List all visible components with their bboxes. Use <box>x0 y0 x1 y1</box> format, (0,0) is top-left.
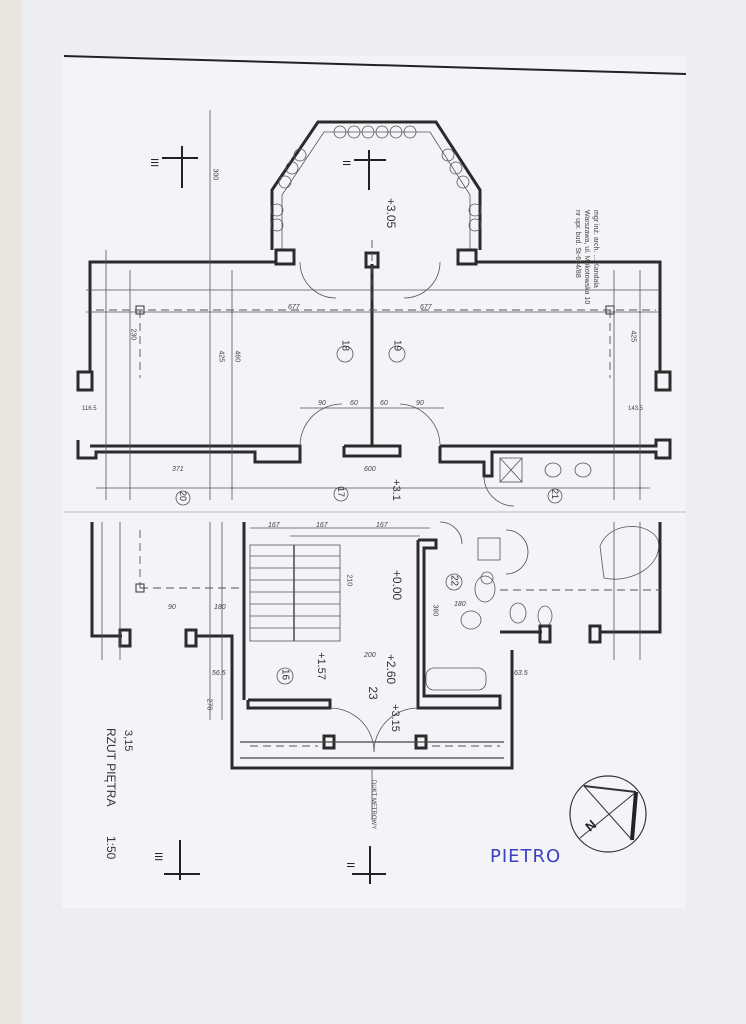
drawing-scale: 1:50 <box>104 836 118 860</box>
section-marker-top-left <box>162 146 198 188</box>
dim-lower-left-width: 180 <box>214 604 226 611</box>
section-marker-bottom-center <box>352 846 386 884</box>
dim-wall-right: 60 <box>380 400 388 407</box>
level-room-23: +3.15 <box>389 704 401 732</box>
stamp-top: mgr inż. arch. ... Kandala <box>592 210 599 288</box>
dim-door-left: 90 <box>318 400 326 407</box>
architect-stamp: mgr inż. arch. ... Kandala Warszawa, ul.… <box>573 210 600 410</box>
section-label-top-center: II <box>340 160 352 167</box>
bathroom-22-fixtures <box>425 526 660 691</box>
upper-roof-lines <box>96 240 656 378</box>
dim-bath: 180 <box>454 601 466 608</box>
dim-window-upper-right: 143.5 <box>628 406 644 412</box>
sheet-top-edge <box>63 55 687 75</box>
dim-bath-height: 360 <box>431 604 439 617</box>
staircase <box>249 535 420 642</box>
section-label-bottom-left: III <box>152 852 164 862</box>
dim-window-sill-right: 63.5 <box>514 670 528 677</box>
handwritten-note: PIETRO <box>490 846 562 867</box>
room-number-markers <box>175 345 563 685</box>
section-marker-top-center <box>354 150 386 190</box>
dim-stair-length: 210 <box>345 574 353 587</box>
dim-wall-left: 60 <box>350 400 358 407</box>
section-label-top-left: III <box>148 158 160 168</box>
scanner-edge <box>0 0 22 1024</box>
room-20-label: 20 <box>178 490 188 501</box>
room-18-label: 18 <box>339 339 351 352</box>
lower-dimension-lines <box>101 522 641 820</box>
lower-doors <box>329 521 463 753</box>
drawing-sheet <box>62 56 686 908</box>
level-stair-bottom: +0.00 <box>390 569 404 601</box>
room-16-label: 16 <box>279 668 291 681</box>
drawing-title: RZUT PIĘTRA <box>104 728 118 807</box>
chimney-note: DUKT METROWY <box>370 780 376 830</box>
dim-room-18-height-total: 460 <box>233 350 241 363</box>
room-23-label: 23 <box>366 686 380 700</box>
stamp-line-2: nr upr. bud. St-694/88 <box>574 210 581 278</box>
level-room-16: +1.57 <box>315 652 327 680</box>
dim-left-bottom: 371 <box>172 466 184 473</box>
dim-window-upper-left: 116.5 <box>82 406 97 412</box>
upper-left-column <box>135 305 145 315</box>
dim-right-height: 425 <box>629 330 637 343</box>
dim-lower-height: 278 <box>205 698 213 711</box>
dim-bay-depth: 300 <box>211 168 219 181</box>
section-marker-bottom-left <box>164 840 200 880</box>
dim-left-height: 230 <box>129 328 137 341</box>
level-bay: +3.05 <box>384 197 398 229</box>
dim-stair-3: 167 <box>376 522 388 529</box>
dim-corridor-width: 600 <box>364 466 376 473</box>
dim-door-right: 90 <box>416 400 424 407</box>
level-landing: +2.60 <box>384 653 398 685</box>
bathroom-21-fixtures <box>499 457 592 483</box>
level-corridor: +3.1 <box>390 479 402 501</box>
upper-dimension-lines <box>86 110 660 500</box>
dim-stair-2: 167 <box>316 522 328 529</box>
room-22-label: 22 <box>448 574 460 587</box>
dim-landing: 200 <box>364 652 376 659</box>
room-19-label: 19 <box>391 339 403 352</box>
upper-right-column <box>605 305 615 315</box>
lower-left-column <box>135 583 145 593</box>
room-21-label: 21 <box>550 488 560 499</box>
dim-room-19-width: 677 <box>420 304 432 311</box>
lower-floor-walls <box>90 522 662 770</box>
dim-window-sill: 56.5 <box>212 670 226 677</box>
north-arrow-icon <box>569 775 647 853</box>
upper-doors <box>299 261 515 507</box>
dim-stair-1: 167 <box>268 522 280 529</box>
stamp-line-1: Warszawa, ul. Mokotowska 10 <box>583 210 590 305</box>
dim-window-low: 90 <box>168 604 176 611</box>
dim-room-18-width: 677 <box>288 304 300 311</box>
room-17-label: 17 <box>336 486 346 497</box>
level-note: 3,15 <box>122 730 134 752</box>
dim-room-18-height: 425 <box>217 350 225 363</box>
section-label-bottom-center: II <box>344 862 356 869</box>
lower-roof-lines <box>139 530 660 747</box>
